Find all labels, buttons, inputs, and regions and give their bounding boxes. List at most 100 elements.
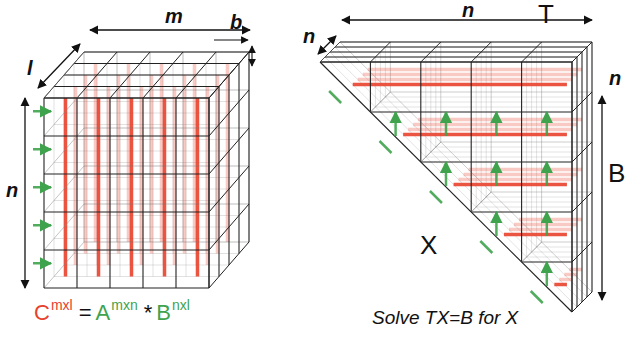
grid-line xyxy=(74,63,239,64)
green-arrow xyxy=(33,262,51,265)
grid-line xyxy=(44,249,209,250)
grid-line xyxy=(420,62,421,162)
red-row xyxy=(569,268,582,272)
grid-line xyxy=(335,47,587,297)
grid-line xyxy=(325,57,577,58)
grid-line xyxy=(320,42,340,62)
green-tick xyxy=(430,191,442,203)
grid-line xyxy=(370,42,390,62)
grid-line xyxy=(471,62,472,212)
grid-line xyxy=(44,98,209,99)
green-arrow xyxy=(546,262,549,286)
red-row xyxy=(469,168,582,172)
grid-line xyxy=(44,97,209,98)
green-arrow xyxy=(33,224,51,227)
green-arrow xyxy=(546,162,549,186)
grid-line xyxy=(587,47,588,297)
grid-line xyxy=(325,57,577,58)
red-row xyxy=(459,178,572,182)
grid-line xyxy=(421,42,441,62)
grid-line xyxy=(209,242,249,288)
grid-line xyxy=(531,52,532,252)
dimension-label: n xyxy=(609,68,621,88)
grid-line xyxy=(582,52,583,302)
grid-line xyxy=(522,42,542,62)
green-arrow xyxy=(394,112,397,136)
grid-line xyxy=(229,75,230,265)
green-arrow xyxy=(33,186,51,189)
grid-line xyxy=(84,52,249,53)
grid-line xyxy=(572,242,592,262)
grid-line xyxy=(385,47,386,97)
grid-line xyxy=(572,62,573,312)
grid-line xyxy=(335,47,587,48)
grid-line xyxy=(471,192,491,212)
grid-line xyxy=(542,242,592,243)
grid-line xyxy=(54,86,219,87)
grid-line xyxy=(44,211,209,212)
grid-line xyxy=(150,52,151,242)
grid-line xyxy=(471,42,491,62)
red-row xyxy=(413,123,577,127)
grid-line xyxy=(44,135,209,136)
grid-line xyxy=(537,247,587,248)
dimension-superscript: mxn xyxy=(111,297,137,313)
red-row xyxy=(514,223,577,227)
grid-line xyxy=(521,62,522,262)
grid-line xyxy=(76,98,77,288)
grid-line xyxy=(219,87,220,277)
dimension-arrow xyxy=(214,39,248,40)
grid-line xyxy=(84,90,249,91)
dimension-label: n xyxy=(303,26,315,46)
grid-line xyxy=(249,52,250,242)
grid-line xyxy=(110,52,150,98)
grid-line xyxy=(340,42,592,43)
red-row xyxy=(564,273,577,277)
grid-line xyxy=(421,142,441,162)
formula: Cmxl=Amxn*Bnxl xyxy=(34,298,196,324)
grid-line xyxy=(572,142,592,162)
grid-line xyxy=(175,98,176,288)
grid-line xyxy=(430,52,431,152)
dimension-label: m xyxy=(165,6,183,26)
grid-line xyxy=(209,90,249,136)
grid-line xyxy=(527,257,577,258)
grid-line xyxy=(64,75,229,76)
grid-line xyxy=(84,242,249,243)
dimension-label: b xyxy=(230,12,242,32)
red-row xyxy=(454,183,567,187)
formula-term: C xyxy=(34,300,50,325)
green-arrow xyxy=(546,112,549,136)
grid-line xyxy=(44,242,84,288)
dimension-superscript: nxl xyxy=(172,297,190,313)
red-row xyxy=(358,78,572,82)
grid-line xyxy=(370,62,371,112)
green-tick xyxy=(380,141,392,153)
grid-line xyxy=(572,42,592,62)
green-tick xyxy=(480,241,492,253)
red-row xyxy=(403,133,567,137)
grid-line xyxy=(209,166,249,212)
grid-line xyxy=(209,204,249,250)
grid-line xyxy=(536,47,537,247)
grid-line xyxy=(325,57,577,307)
grid-line xyxy=(43,98,44,288)
grid-line xyxy=(142,98,143,288)
green-tick xyxy=(329,91,341,103)
grid-line xyxy=(209,128,249,174)
grid-line xyxy=(592,42,593,292)
green-tick xyxy=(531,291,543,303)
grid-line xyxy=(64,189,229,190)
grid-line xyxy=(54,87,55,277)
grid-line xyxy=(577,57,578,307)
grid-line xyxy=(320,42,340,62)
grid-line xyxy=(54,276,219,277)
grid-line xyxy=(320,62,572,312)
grid-line xyxy=(64,113,229,114)
formula-term: * xyxy=(144,300,153,325)
grid-line xyxy=(84,204,249,205)
grid-line xyxy=(320,61,572,62)
green-arrow xyxy=(495,212,498,236)
grid-line xyxy=(441,142,592,143)
